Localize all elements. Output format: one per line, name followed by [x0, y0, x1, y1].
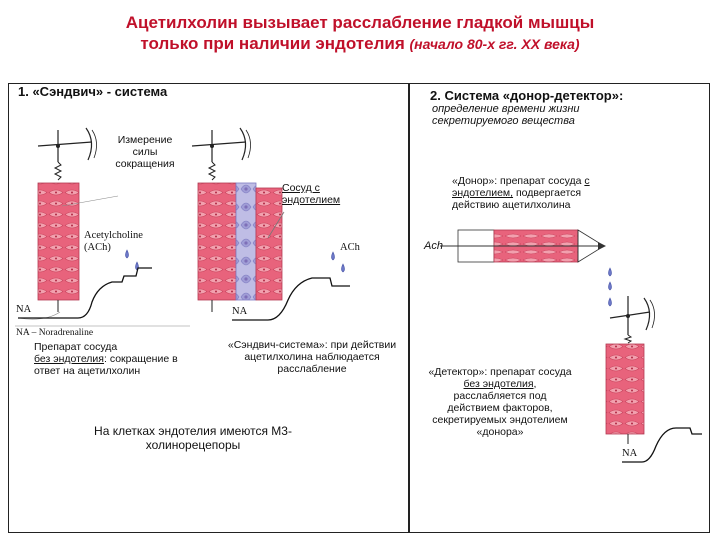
trace-contraction	[18, 267, 152, 319]
na-label-2: NA	[232, 306, 248, 317]
ach-label-right: Ach	[424, 240, 443, 252]
na-legend: NA – Noradrenaline	[16, 328, 94, 338]
detector-strip	[605, 343, 645, 435]
donor-detector-header: 2. Система «донор-детектор»:	[430, 88, 624, 103]
endothelium-layer	[235, 182, 257, 301]
donor-setup	[440, 229, 606, 263]
force-gauge	[239, 127, 247, 161]
sandwich-panel	[8, 83, 410, 533]
vessel-pointer	[267, 211, 285, 239]
setup-no-endothelium	[17, 127, 119, 320]
detector-caption-rest: , расслабляется под действием факторов, …	[432, 378, 568, 438]
setup-sandwich	[191, 127, 285, 312]
donor-caption-rest: подвергается действию ацетилхолина	[452, 187, 582, 211]
title-line-2-main: только при наличии эндотелия	[140, 34, 405, 53]
muscle-strip-2	[197, 182, 237, 301]
lever-arm	[37, 141, 93, 147]
force-gauge	[643, 297, 651, 331]
receptor-note: На клетках эндотелия имеются М3-холиноре…	[94, 424, 292, 452]
title-line-2: только при наличии эндотелия (начало 80-…	[40, 33, 680, 55]
trace-relaxation	[232, 277, 350, 321]
caption-no-endothelium: Препарат сосуда без эндотелия: сокращени…	[34, 341, 194, 377]
spring	[53, 161, 63, 181]
trace-detector	[622, 427, 702, 463]
lever-arm	[609, 311, 651, 319]
donor-detector-panel	[408, 83, 710, 533]
force-gauge	[85, 127, 93, 161]
donor-caption-prefix: «Донор»: препарат сосуда	[452, 175, 585, 187]
muscle-strip-1	[37, 182, 80, 301]
caption-left-line1: Препарат сосуда	[34, 341, 118, 353]
ach-label-full-text: Acetylcholine	[84, 230, 143, 241]
donor-drops	[608, 267, 612, 307]
donor-strip	[255, 187, 283, 301]
drop-icon	[331, 251, 335, 261]
drop-icon	[608, 267, 612, 277]
title-line-1: Ацетилхолин вызывает расслабление гладко…	[125, 13, 595, 32]
drop-icon	[608, 281, 612, 291]
ach-drops-2	[331, 251, 345, 273]
ach-label-abbr: (ACh)	[84, 242, 111, 253]
force-label: Измерение силы сокращения	[115, 134, 175, 170]
donor-caption-underlined: с эндотелием,	[452, 175, 590, 199]
na-label-1: NA	[16, 304, 32, 315]
caption-left-rest: : сокращение в ответ на ацетилхолин	[34, 353, 178, 377]
detector-caption-underlined: без эндотелия	[463, 378, 534, 390]
donor-caption: «Донор»: препарат сосуда с эндотелием, п…	[452, 175, 612, 211]
drop-icon	[125, 249, 129, 259]
lever-arm	[191, 141, 247, 147]
drop-icon	[341, 263, 345, 273]
ach-label-full: Acetylcholine (ACh)	[84, 230, 143, 254]
slide-title: Ацетилхолин вызывает расслабление гладко…	[40, 12, 680, 55]
donor-detector-subheader: определение времени жизни секретируемого…	[432, 103, 580, 127]
vessel-label-text: Сосуд с эндотелием	[282, 182, 341, 206]
caption-sandwich: «Сэндвич-система»: при действии ацетилхо…	[227, 339, 397, 375]
detector-caption-prefix: «Детектор»: препарат сосуда	[428, 366, 572, 378]
drop-icon	[608, 297, 612, 307]
caption-left-underlined: без эндотелия	[34, 353, 104, 365]
vessel-label: Сосуд с эндотелием	[282, 182, 362, 206]
sandwich-header: 1. «Сэндвич» - система	[18, 84, 168, 99]
detector-caption: «Детектор»: препарат сосуда без эндотели…	[426, 366, 574, 438]
ach-label-short: ACh	[340, 242, 360, 253]
na-label-detector: NA	[622, 448, 638, 459]
title-date-note: (начало 80-х гг. XX века)	[409, 36, 580, 52]
detector-setup	[605, 296, 655, 444]
lever-pivot	[56, 144, 60, 148]
